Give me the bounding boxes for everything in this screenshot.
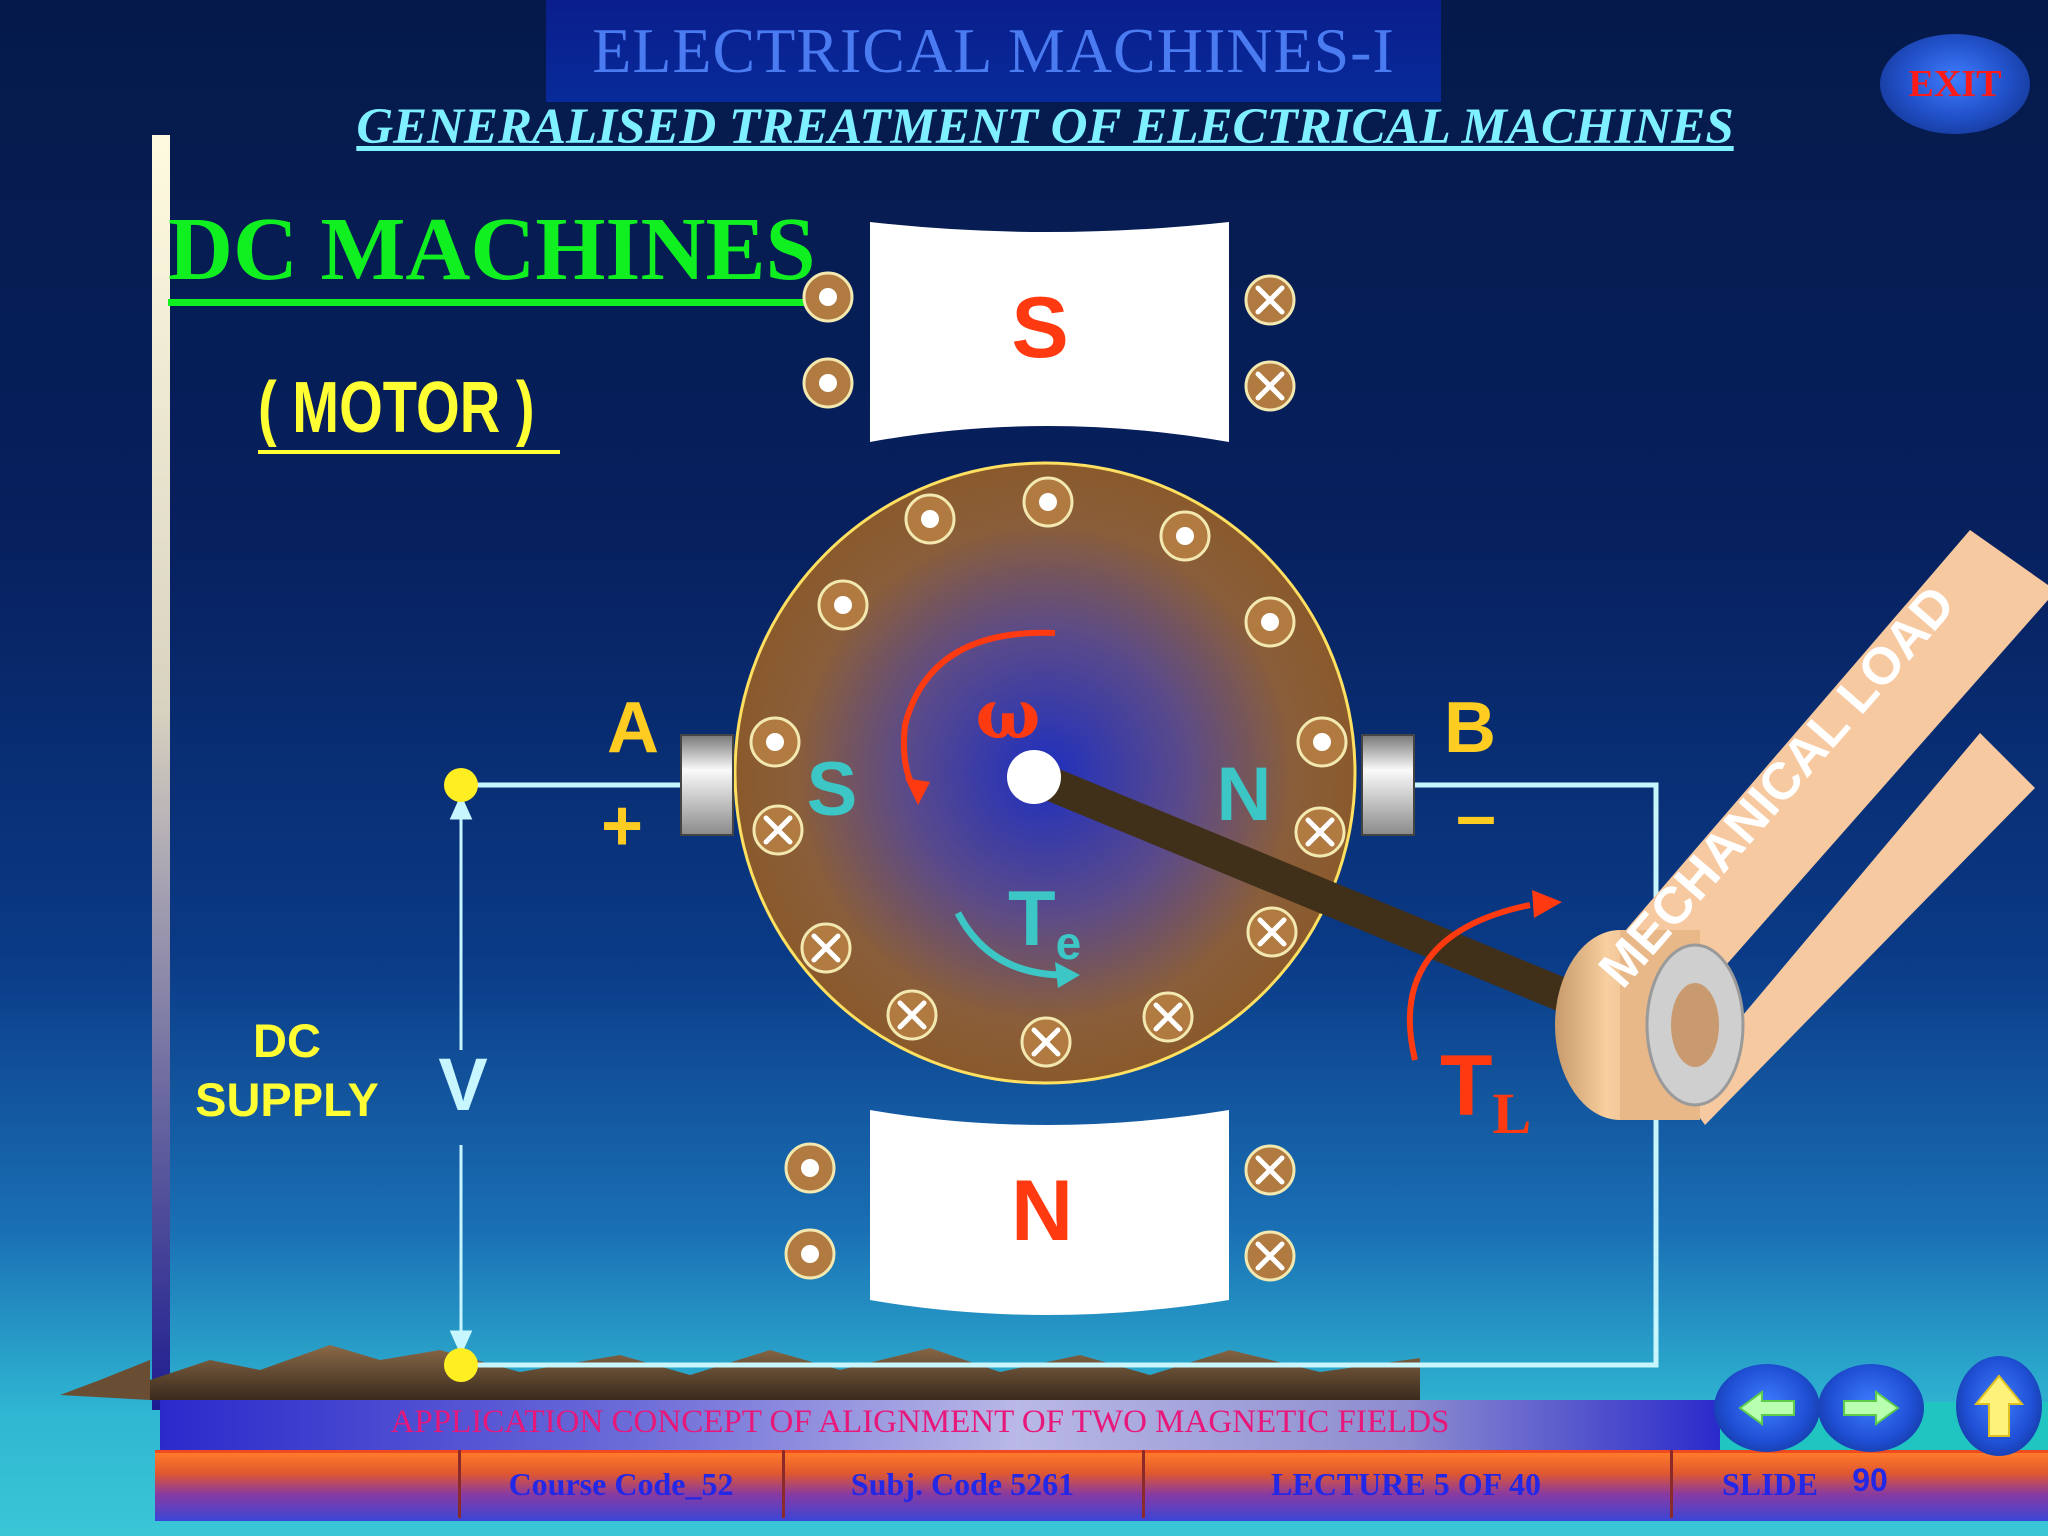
torque-e-subscript: e	[1056, 917, 1082, 969]
omega-arrow	[900, 629, 1056, 797]
landscape-hill-left	[60, 1360, 150, 1400]
home-button[interactable]	[1956, 1356, 2042, 1456]
positive-sign: +	[601, 786, 643, 866]
torque-l-arrow	[1406, 902, 1531, 1061]
torque-l-label: TL	[1440, 1038, 1531, 1146]
omega-label: ω	[976, 675, 1041, 755]
terminal-a-label: A	[607, 688, 659, 768]
coil-dot	[904, 493, 956, 545]
negative-sign: –	[1456, 776, 1496, 856]
coil-dot	[749, 716, 801, 768]
torque-l-subscript: L	[1493, 1081, 1532, 1146]
coil-dot	[1022, 476, 1074, 528]
dc-supply-line1: DC	[253, 1014, 321, 1067]
coil-cross	[1246, 906, 1298, 958]
footer-divider	[782, 1450, 785, 1518]
torque-l-arrowhead	[1532, 890, 1562, 918]
topic-text: APPLICATION CONCEPT OF ALIGNMENT OF TWO …	[390, 1404, 1450, 1440]
load-belt-lower	[1680, 733, 2035, 1125]
coil-dot	[784, 1142, 836, 1194]
coil-cross	[886, 989, 938, 1041]
footer-bar	[155, 1450, 2048, 1521]
dc-supply-line2: SUPPLY	[195, 1072, 379, 1126]
stator-pole-bottom	[870, 1110, 1229, 1315]
coil-cross	[752, 804, 804, 856]
back-button[interactable]	[1714, 1364, 1820, 1452]
torque-e-label: Te	[1008, 874, 1081, 969]
coil-dot	[1159, 510, 1211, 562]
brush-a	[680, 734, 734, 836]
voltage-arrow	[449, 794, 473, 1356]
terminal-dot-top	[444, 768, 478, 802]
coil-dot	[1296, 716, 1348, 768]
rotor-north-label: N	[1217, 752, 1272, 837]
slide-label: SLIDE	[1721, 1465, 1819, 1502]
stator-pole-top	[870, 222, 1229, 442]
exit-button[interactable]: EXIT	[1880, 34, 2030, 134]
slide-subtitle: GENERALISED TREATMENT OF ELECTRICAL MACH…	[356, 99, 1734, 155]
coil-dot-group	[749, 271, 1348, 1280]
motor-shaft	[1017, 760, 1592, 1017]
coil-cross	[1294, 806, 1346, 858]
motor-mode-label: ( MOTOR )	[258, 368, 535, 448]
heading-underline	[168, 299, 818, 306]
shaft-center	[1007, 750, 1061, 804]
subject-code: Subj. Code 5261	[850, 1465, 1075, 1502]
load-pulley	[1555, 930, 1745, 1120]
coil-cross-group	[752, 274, 1346, 1282]
terminal-dot-bottom	[444, 1348, 478, 1382]
slide-number: 90	[1852, 1461, 1888, 1498]
brush-b	[1361, 734, 1415, 836]
footer-divider	[1670, 1450, 1673, 1518]
coil-cross	[1142, 991, 1194, 1043]
right-arrow-icon	[1843, 1390, 1900, 1426]
load-belt-upper	[1570, 530, 2048, 1040]
coil-cross	[1020, 1016, 1072, 1068]
title-banner: ELECTRICAL MACHINES-I	[546, 0, 1441, 102]
omega-arrowhead	[905, 778, 930, 805]
stator-bottom-pole-label: N	[1011, 1163, 1073, 1259]
footer-divider	[1142, 1450, 1145, 1518]
section-heading: DC MACHINES	[168, 200, 816, 299]
topic-bar	[160, 1400, 1720, 1450]
coil-cross	[800, 922, 852, 974]
dc-supply-label: DC SUPPLY	[182, 1012, 392, 1130]
coil-cross	[1244, 274, 1296, 326]
left-decorative-bar	[152, 135, 170, 1410]
coil-dot	[802, 357, 854, 409]
coil-cross	[1244, 1230, 1296, 1282]
course-code: Course Code_52	[508, 1465, 734, 1502]
forward-button[interactable]	[1818, 1364, 1924, 1452]
coil-dot	[1244, 596, 1296, 648]
footer-divider	[458, 1450, 461, 1518]
coil-dot	[784, 1228, 836, 1280]
lecture-number: LECTURE 5 OF 40	[1271, 1465, 1541, 1502]
left-arrow-icon	[1738, 1390, 1795, 1426]
landscape-hills	[150, 1345, 1420, 1400]
motor-label-underline	[258, 450, 560, 454]
up-arrow-icon	[1973, 1374, 2025, 1437]
terminal-b-label: B	[1444, 688, 1496, 768]
torque-e-arrowhead	[1055, 962, 1080, 988]
stator-top-pole-label: S	[1011, 280, 1068, 376]
coil-cross	[1244, 360, 1296, 412]
coil-cross	[1244, 1144, 1296, 1196]
slide-course-title: ELECTRICAL MACHINES-I	[592, 15, 1395, 86]
rotor-south-label: S	[807, 747, 858, 832]
torque-e-arrow	[954, 911, 1066, 979]
coil-dot	[802, 271, 854, 323]
voltage-label: V	[438, 1043, 487, 1126]
coil-dot	[817, 579, 869, 631]
